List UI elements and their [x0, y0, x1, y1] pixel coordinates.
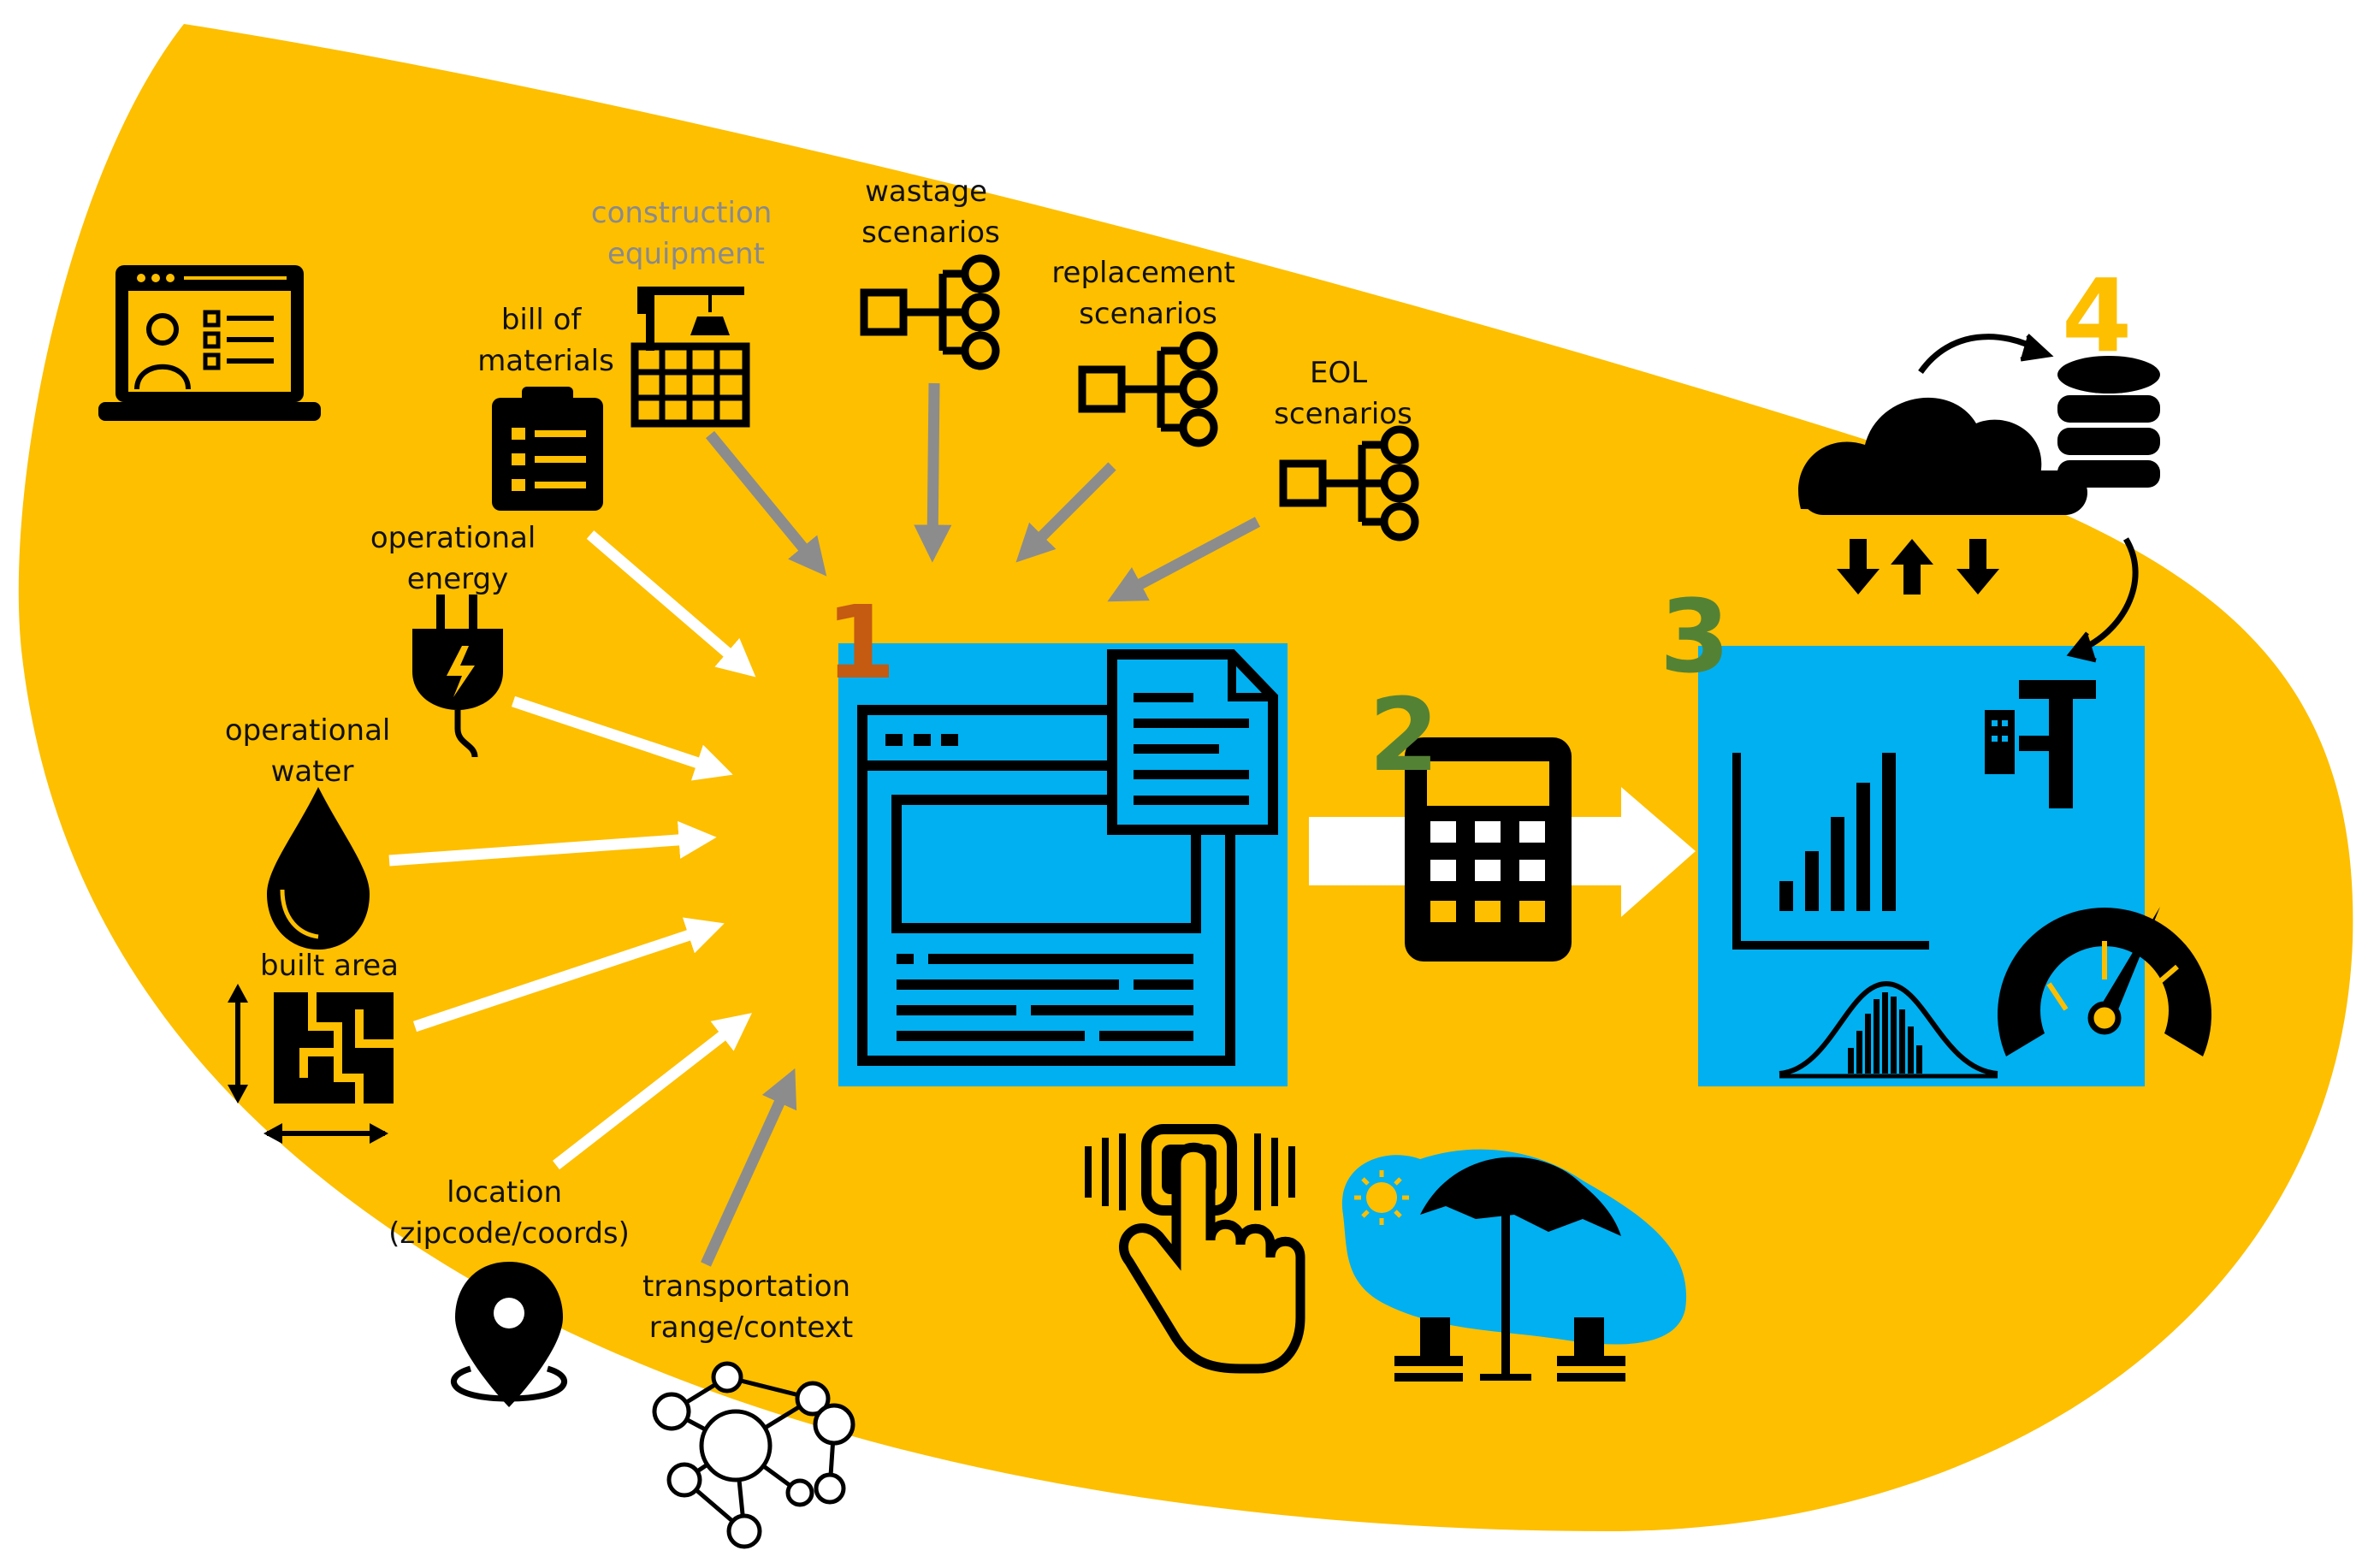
calculator-icon: [1405, 737, 1572, 962]
gauge-icon: [1998, 907, 2211, 1056]
label-built-area: built area: [260, 949, 399, 983]
arrow-bill-of-materials: [586, 530, 756, 677]
arrow-built-area: [412, 917, 725, 1033]
laptop-user-icon: [98, 265, 321, 421]
document-icon: [1107, 649, 1278, 835]
label-bill-of-materials: bill of materials: [477, 303, 614, 378]
label-eol-scenarios: EOL scenarios: [1274, 356, 1412, 431]
crane-building-icon: [630, 287, 750, 428]
arrow-transportation: [701, 1068, 797, 1267]
arrow-eol: [1107, 517, 1261, 602]
floor-plan-icon: [228, 984, 394, 1144]
touch-hand-icon: [1085, 1124, 1305, 1374]
step-number-2: 2: [1369, 676, 1439, 794]
results-panel: [1698, 646, 2145, 1086]
location-pin-icon: [451, 1262, 567, 1407]
arrow-replacement: [1015, 462, 1116, 563]
arrow-construction-equipment: [705, 430, 827, 577]
bell-curve-icon: [1779, 980, 1998, 1079]
input-arrows: [388, 382, 1261, 1267]
label-transportation: transportation range/context: [642, 1269, 860, 1345]
label-operational-energy: operational energy: [370, 521, 545, 596]
arrow-operational-energy: [511, 695, 733, 781]
building-caliper-icon: [1985, 680, 2096, 808]
step-number-1: 1: [826, 583, 896, 701]
label-operational-water: operational water: [225, 713, 400, 789]
label-wastage-scenarios: wastage scenarios: [861, 175, 1000, 250]
plug-icon: [412, 595, 503, 758]
beach-umbrella-icon: [1341, 1149, 1687, 1382]
web-form-lines: [885, 734, 1193, 1041]
label-location: location (zipcode/coords): [388, 1175, 630, 1251]
step-number-4: 4: [2062, 257, 2132, 375]
cloud-icon: [1798, 397, 2087, 595]
label-replacement-scenarios: replacement scenarios: [1051, 256, 1244, 331]
label-construction-equipment: construction equipment: [591, 196, 781, 271]
bar-chart-icon: [1732, 753, 1929, 950]
network-icon: [652, 1361, 855, 1549]
arrow-wastage: [914, 382, 952, 563]
clipboard-icon: [492, 387, 603, 511]
water-drop-icon: [267, 787, 370, 950]
arrow-operational-water: [388, 820, 717, 867]
step-number-3: 3: [1660, 577, 1730, 695]
sync-arrows: [1918, 334, 2139, 663]
database-icon: [2057, 356, 2160, 488]
arrow-location: [553, 1013, 752, 1170]
